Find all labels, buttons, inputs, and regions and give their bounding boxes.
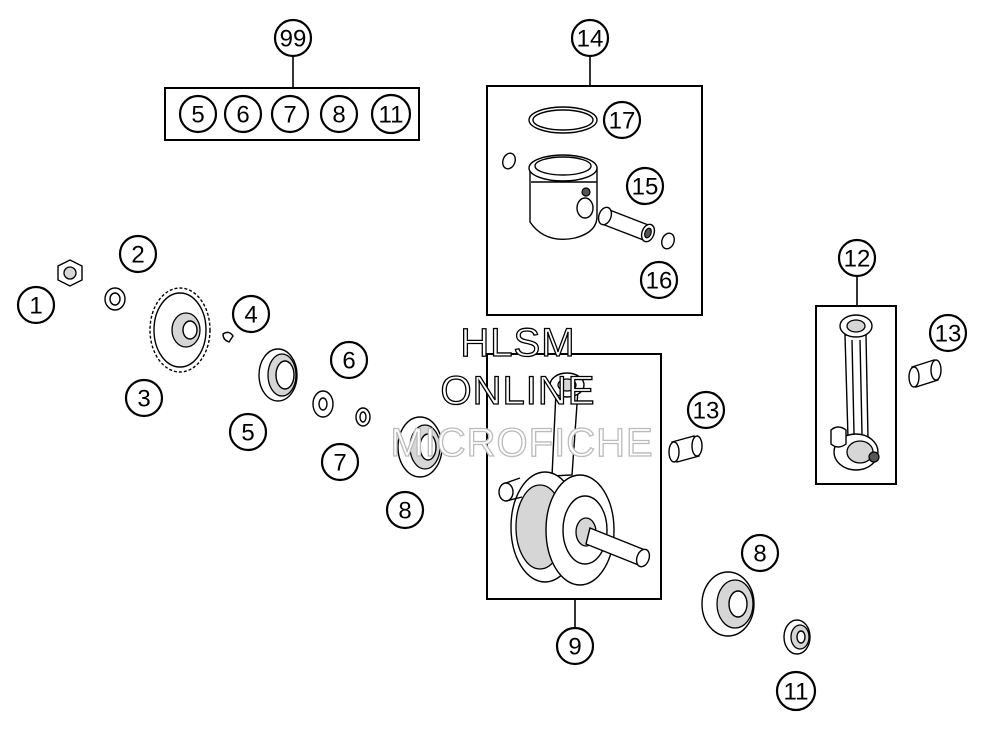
crankshaft-box bbox=[486, 353, 662, 600]
lock-washer-part[interactable] bbox=[104, 287, 126, 311]
callout-5-label: 5 bbox=[241, 420, 254, 447]
callout-7[interactable]: 7 bbox=[320, 442, 360, 482]
callout-8-right-label: 8 bbox=[753, 541, 766, 568]
callout-12-label: 12 bbox=[844, 246, 871, 273]
nut-part[interactable] bbox=[57, 259, 83, 287]
callout-4[interactable]: 4 bbox=[231, 294, 271, 334]
piston-kit-14-group: 14 17 15 16 bbox=[486, 18, 703, 316]
callout-15-label: 15 bbox=[632, 174, 659, 201]
callout-17-label: 17 bbox=[609, 108, 636, 135]
callout-99[interactable]: 99 bbox=[273, 18, 313, 58]
callout-9-label: 9 bbox=[568, 634, 581, 661]
needle-bearing-mid-part[interactable] bbox=[668, 435, 703, 463]
callout-8-left-label: 8 bbox=[398, 498, 411, 525]
shim-part[interactable] bbox=[355, 407, 371, 427]
piston-part[interactable] bbox=[528, 154, 598, 240]
right-parts-group: 8 11 bbox=[701, 533, 817, 712]
woodruff-key-part[interactable] bbox=[222, 331, 234, 343]
kit-99-group: 99 5 6 7 8 11 bbox=[164, 18, 420, 141]
ball-bearing-left-part[interactable] bbox=[397, 416, 443, 478]
piston-ring-part[interactable] bbox=[528, 106, 598, 134]
conrod-kit-12-group: 12 13 bbox=[815, 238, 968, 485]
seal-ring-right-part[interactable] bbox=[783, 619, 811, 655]
washer-part[interactable] bbox=[312, 390, 334, 418]
callout-13-mid[interactable]: 13 bbox=[686, 390, 726, 430]
callout-kit-6-label: 6 bbox=[236, 102, 249, 129]
watermark-line-2: ONLINE bbox=[441, 369, 596, 413]
callout-5[interactable]: 5 bbox=[228, 412, 268, 452]
callout-12[interactable]: 12 bbox=[837, 238, 877, 278]
ball-bearing-right-part[interactable] bbox=[701, 571, 755, 637]
piston-pin-part[interactable] bbox=[596, 205, 656, 243]
callout-11[interactable]: 11 bbox=[775, 670, 817, 712]
callout-14-label: 14 bbox=[577, 26, 604, 53]
callout-kit-11[interactable]: 11 bbox=[370, 93, 412, 135]
callout-8-left[interactable]: 8 bbox=[385, 490, 425, 530]
watermark-line-3: MICROFICHE bbox=[390, 421, 653, 465]
callout-17[interactable]: 17 bbox=[602, 100, 642, 140]
callout-kit-8-label: 8 bbox=[332, 102, 345, 129]
callout-6-label: 6 bbox=[342, 348, 355, 375]
watermark: HLSM ONLINE MICROFICHE bbox=[390, 320, 654, 465]
callout-99-label: 99 bbox=[280, 26, 307, 53]
callout-kit-7[interactable]: 7 bbox=[270, 94, 310, 134]
callout-13-right[interactable]: 13 bbox=[928, 313, 968, 353]
callout-8-right[interactable]: 8 bbox=[740, 533, 780, 573]
callout-kit-7-label: 7 bbox=[283, 102, 296, 129]
callout-13-mid-label: 13 bbox=[693, 398, 720, 425]
callout-kit-5[interactable]: 5 bbox=[178, 94, 218, 134]
callout-2-label: 2 bbox=[131, 242, 144, 269]
circlip-left-part[interactable] bbox=[501, 151, 518, 170]
conrod-kit-box bbox=[815, 305, 897, 485]
piston-kit-box bbox=[486, 85, 703, 316]
callout-kit-11-label: 11 bbox=[379, 102, 404, 129]
callout-kit-6[interactable]: 6 bbox=[223, 94, 263, 134]
callout-13-right-label: 13 bbox=[935, 321, 962, 348]
callout-7-label: 7 bbox=[333, 450, 346, 477]
callout-11-label: 11 bbox=[784, 679, 809, 706]
needle-bearing-right-part[interactable] bbox=[908, 359, 942, 388]
connecting-rod-part[interactable] bbox=[830, 314, 880, 471]
callout-16[interactable]: 16 bbox=[639, 260, 679, 300]
callout-15[interactable]: 15 bbox=[625, 166, 665, 206]
callout-1-label: 1 bbox=[29, 293, 42, 320]
callout-2[interactable]: 2 bbox=[118, 234, 158, 274]
callout-14[interactable]: 14 bbox=[570, 18, 610, 58]
callout-3-label: 3 bbox=[137, 386, 150, 413]
callout-6[interactable]: 6 bbox=[329, 340, 369, 380]
callout-3[interactable]: 3 bbox=[124, 378, 164, 418]
callout-9[interactable]: 9 bbox=[555, 626, 595, 666]
primary-gear-part[interactable] bbox=[149, 287, 211, 373]
callout-kit-5-label: 5 bbox=[191, 102, 204, 129]
watermark-line-1: HLSM bbox=[460, 321, 575, 365]
callout-kit-8[interactable]: 8 bbox=[319, 94, 359, 134]
callout-4-label: 4 bbox=[244, 302, 257, 329]
shaft-seal-part[interactable] bbox=[258, 348, 298, 402]
kit-99-box bbox=[164, 87, 420, 141]
circlip-right-part[interactable] bbox=[660, 231, 677, 250]
crankshaft-part[interactable] bbox=[498, 372, 652, 586]
left-parts-group: 1 2 3 4 5 6 bbox=[16, 234, 443, 530]
callout-16-label: 16 bbox=[646, 268, 673, 295]
crankshaft-group: 9 13 bbox=[486, 353, 726, 666]
callout-1[interactable]: 1 bbox=[16, 285, 56, 325]
